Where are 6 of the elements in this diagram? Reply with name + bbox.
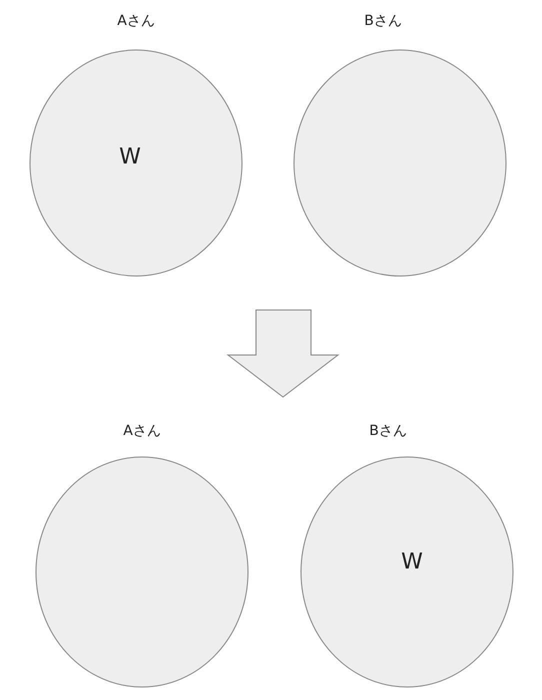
name-label: Bさん <box>369 422 407 440</box>
name-label: Bさん <box>364 12 402 30</box>
letter-label: W <box>119 144 141 170</box>
letter-label: W <box>401 550 423 574</box>
name-label: Aさん <box>117 12 155 30</box>
name-label: Aさん <box>123 422 161 440</box>
